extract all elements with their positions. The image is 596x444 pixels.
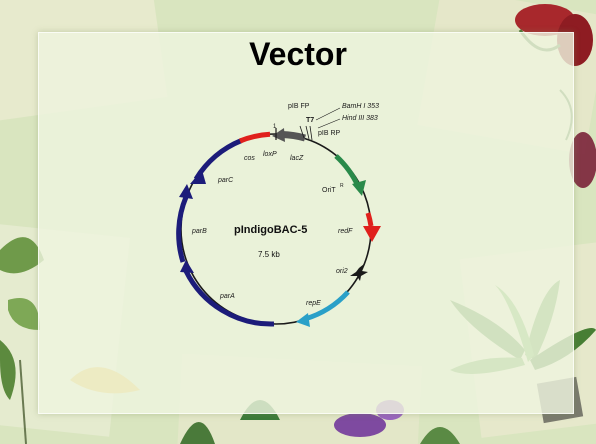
bamhi-label: BamH I 353	[342, 103, 379, 110]
cos-segment	[239, 131, 271, 144]
lacz-arrowhead	[272, 128, 285, 142]
pibfp-label: pIB FP	[288, 103, 310, 110]
redf-gene-arc	[365, 212, 374, 227]
parb-gene-arc	[176, 196, 189, 263]
repe-label: repE	[306, 300, 321, 307]
site-tick	[309, 125, 313, 141]
lacz-label: lacZ	[290, 155, 304, 162]
site-tick	[299, 125, 305, 139]
redf-arrowhead	[363, 226, 381, 242]
ori2-label: ori2	[336, 268, 348, 275]
plasmid-size: 7.5 kb	[258, 250, 280, 259]
site-tick	[305, 125, 310, 140]
parb-arrowhead	[179, 184, 193, 199]
orit-superscript: R	[340, 183, 344, 189]
pibrp-label: pIB RP	[318, 130, 341, 137]
parc-label: parC	[217, 177, 234, 184]
para-label: parA	[219, 293, 235, 300]
t7-label: T7	[306, 117, 314, 124]
bamhi-leader	[315, 107, 341, 121]
hindiii-leader	[317, 118, 341, 129]
orit-label: OriT	[322, 187, 336, 194]
content-panel	[38, 32, 574, 414]
repe-arrowhead	[296, 313, 310, 327]
parc-arrowhead	[190, 170, 206, 184]
flower-top-right-decoration	[515, 4, 593, 66]
ori2-marker	[350, 264, 368, 281]
redf-label: redF	[338, 228, 353, 235]
orit-arrowhead	[352, 180, 366, 196]
origin-label: 1	[273, 124, 277, 130]
loxp-label: loxP	[263, 151, 277, 158]
parb-label: parB	[191, 228, 207, 235]
hindiii-label: Hind III 383	[342, 115, 378, 122]
cos-label: cos	[244, 155, 255, 162]
orit-gene-arc	[334, 154, 361, 188]
lacz-gene-arc	[281, 131, 306, 142]
slide-title: Vector	[249, 36, 347, 72]
para-gene-arc	[183, 269, 275, 327]
para-arrowhead	[180, 260, 194, 273]
plasmid-name: pIndigoBAC-5	[234, 224, 307, 236]
leaves-left-decoration	[0, 237, 44, 444]
